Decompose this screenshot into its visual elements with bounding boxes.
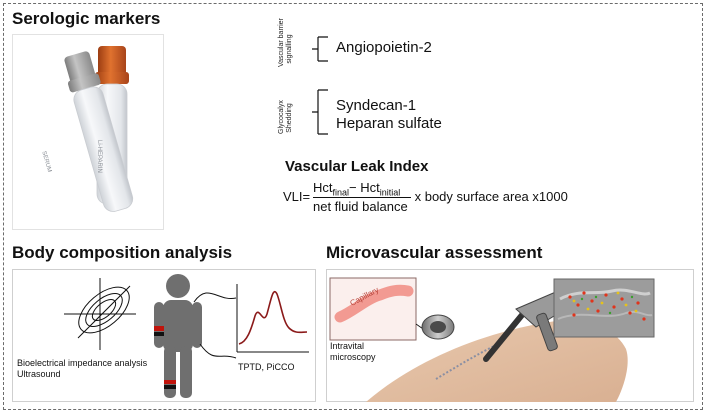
tptd-picco-label: TPTD, PiCCO	[238, 362, 295, 372]
vli-fraction-bar	[313, 197, 411, 198]
blood-tubes-illustration	[64, 46, 134, 212]
tubes-image-box	[12, 34, 164, 230]
thermodilution-curve	[236, 284, 309, 353]
marker-heparan-sulfate: Heparan sulfate	[336, 115, 442, 132]
li-heparin-tube-label: Li-HEPARIN	[96, 140, 102, 173]
vli-numerator: Hctfinal− Hctinitial	[313, 180, 401, 198]
bracket-group1	[312, 36, 328, 62]
vli-title: Vascular Leak Index	[285, 158, 429, 175]
body-composition-title: Body composition analysis	[12, 243, 233, 262]
bracket-group2	[312, 89, 328, 135]
vli-denominator: net fluid balance	[313, 199, 408, 214]
marker-syndecan-1: Syndecan-1	[336, 97, 417, 114]
serum-tube	[64, 51, 134, 212]
outer-dashed-frame	[3, 3, 703, 410]
vli-suffix: x body surface area x1000	[411, 189, 568, 204]
serologic-title: Serologic markers	[12, 9, 161, 28]
human-figure-with-electrodes	[154, 274, 237, 398]
vli-prefix: VLI=	[283, 189, 311, 204]
bia-ellipse-plot	[64, 278, 136, 350]
microvascular-scene	[329, 277, 655, 402]
microvascular-title: Microvascular assessment	[326, 243, 543, 262]
body-composition-box	[12, 269, 316, 402]
marker-angiopoietin-2: Angiopoietin-2	[336, 39, 432, 56]
